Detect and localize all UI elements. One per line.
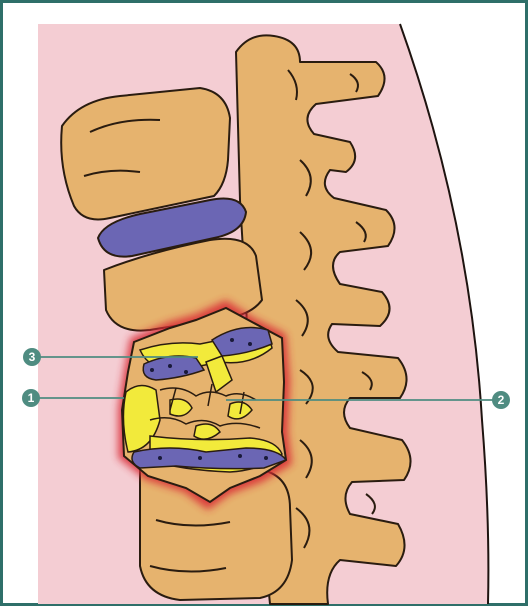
marker-3-label: 3 xyxy=(29,350,36,364)
marker-1: 1 xyxy=(22,389,40,407)
marker-3: 3 xyxy=(23,348,41,366)
marker-2: 2 xyxy=(492,391,510,409)
marker-1-label: 1 xyxy=(28,391,35,405)
marker-2-label: 2 xyxy=(498,393,505,407)
